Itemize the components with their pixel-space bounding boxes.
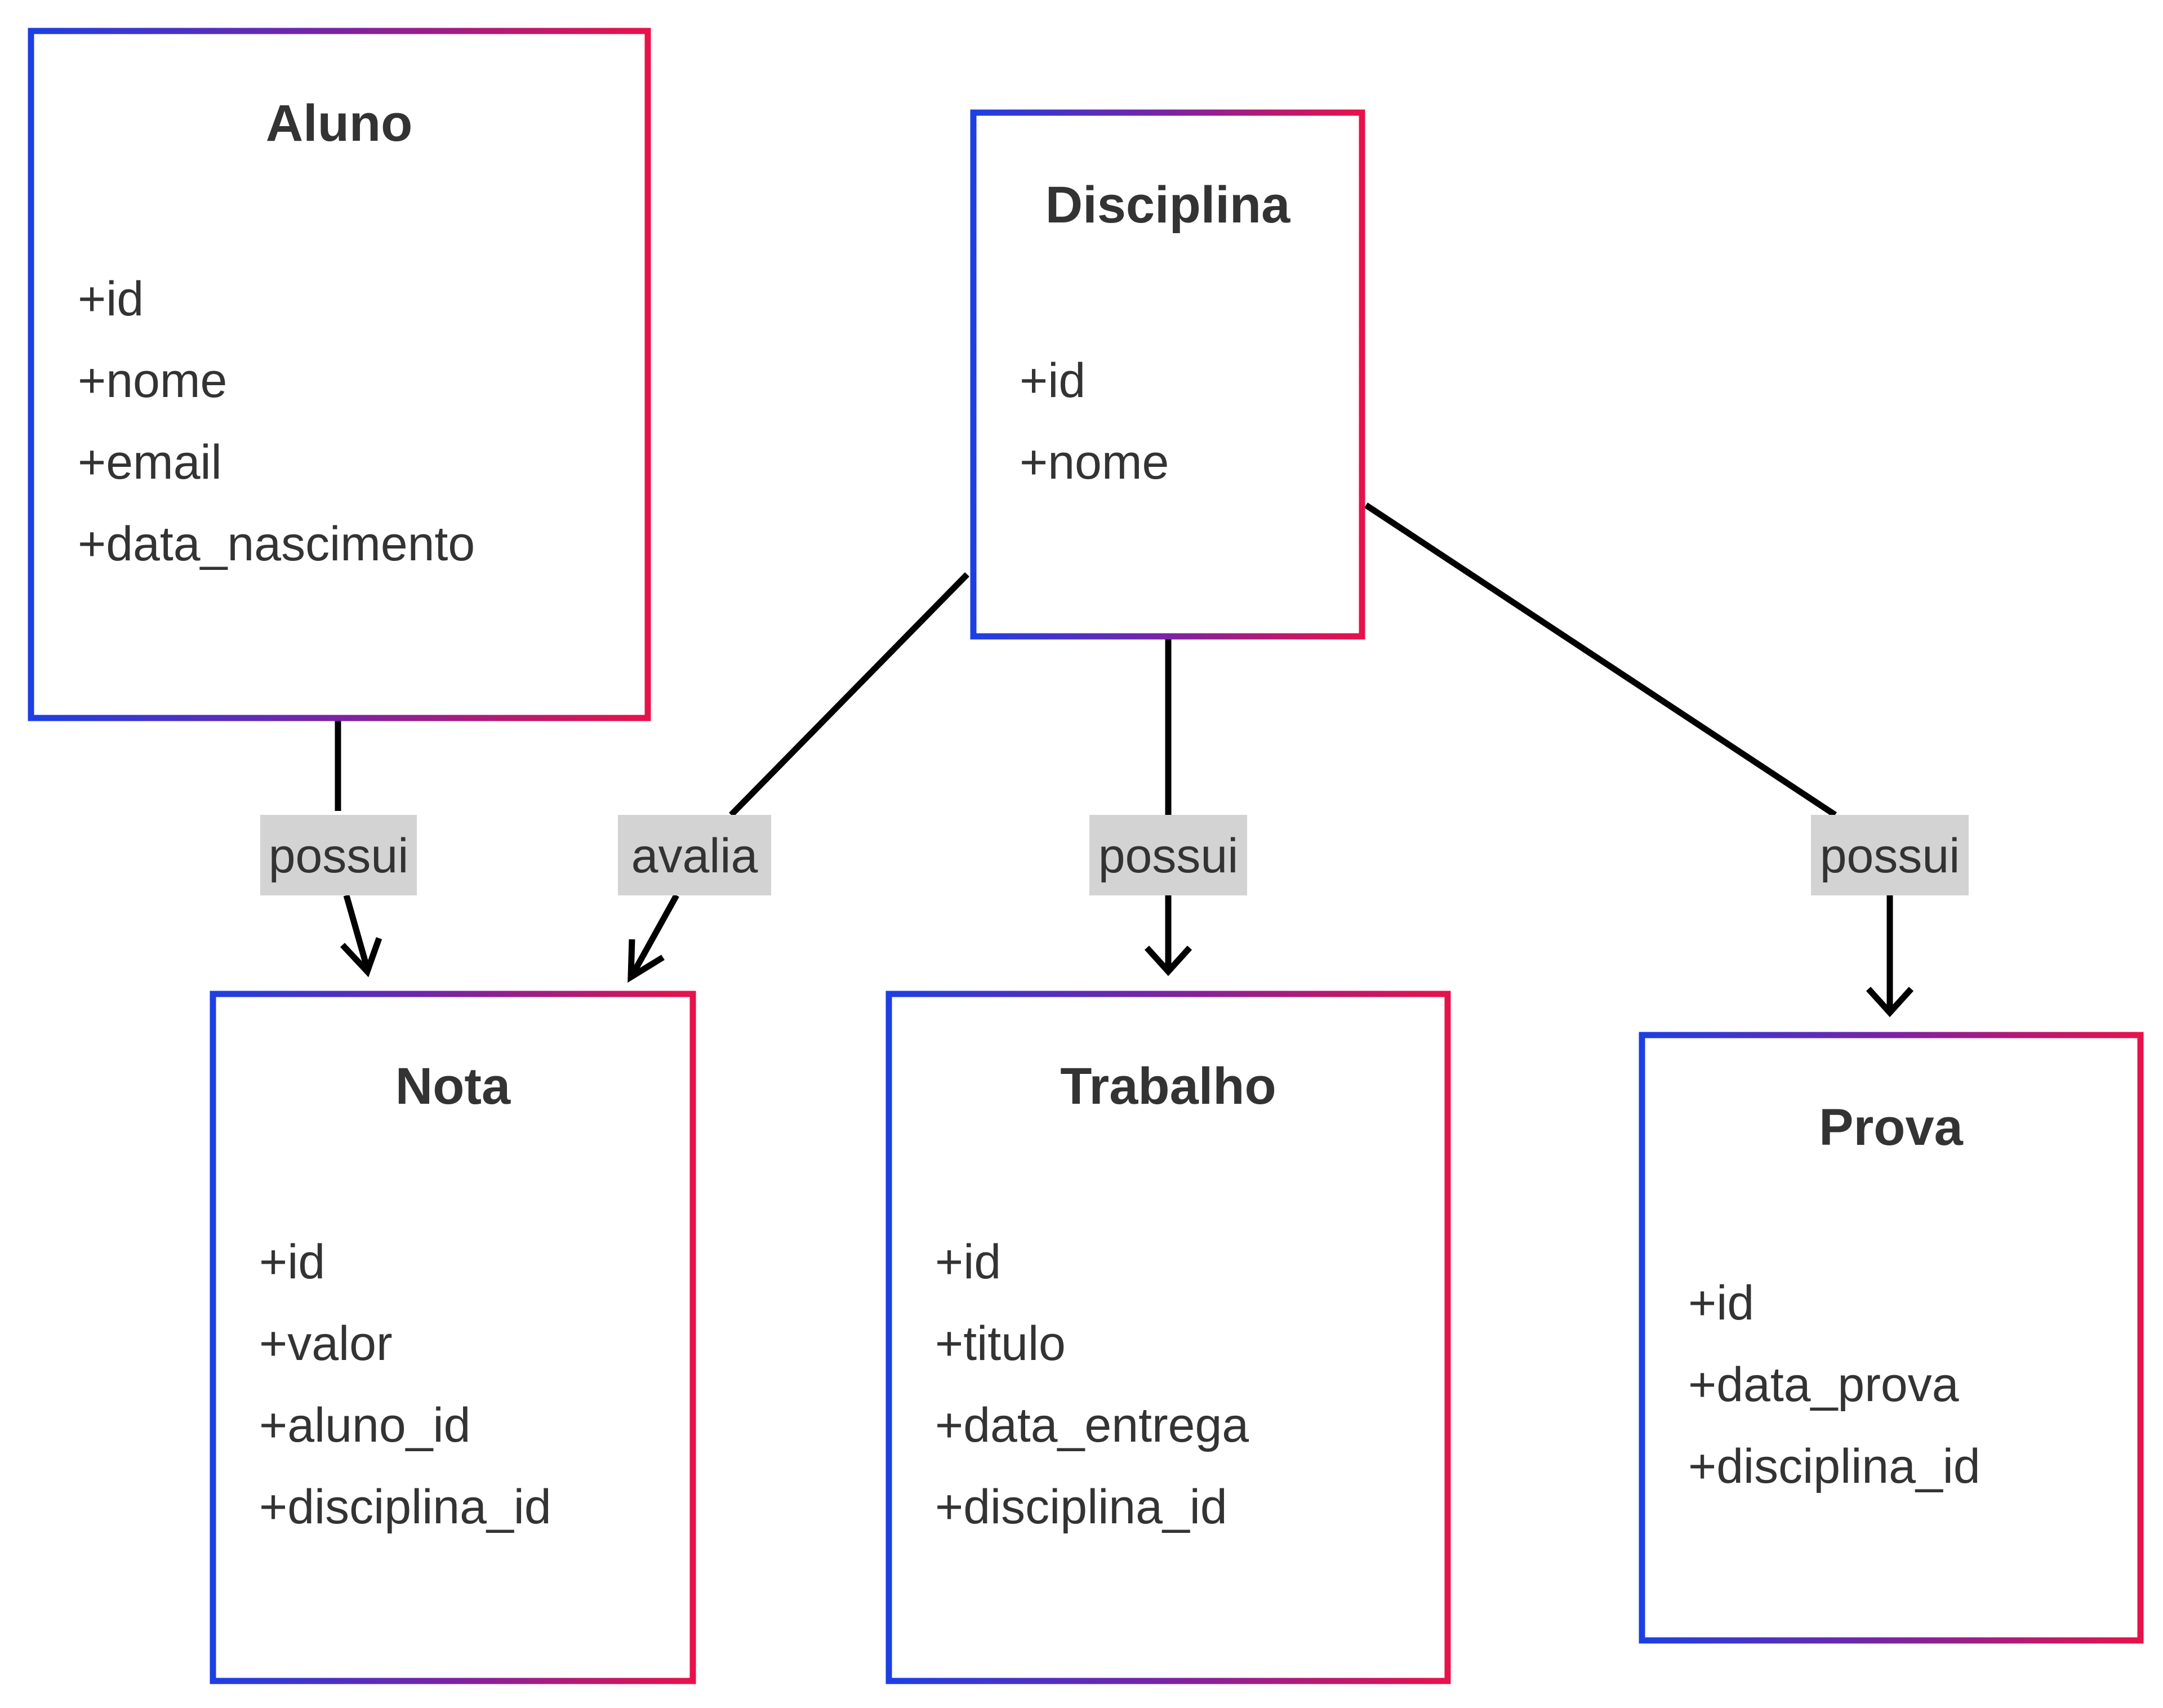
class-attribute: +nome [1020,435,1169,489]
class-box-aluno[interactable]: Aluno +id +nome +email +data_nascimento [28,28,651,721]
arrow-head-icon [1144,946,1192,976]
edge-disciplina-nota[interactable]: avalia [618,572,969,983]
class-box-nota[interactable]: Nota +id +valor +aluno_id +disciplina_id [210,991,696,1684]
class-attribute: +data_prova [1688,1358,1959,1412]
edge-line [631,572,969,974]
edge-line [1364,502,1893,1013]
class-box-border [28,28,651,721]
class-attribute: +data_entrega [935,1398,1249,1452]
edge-aluno-nota[interactable]: possui [260,718,417,978]
class-title: Prova [1819,1099,1964,1156]
class-attribute: +id [259,1235,325,1289]
class-box-border [885,991,1451,1684]
class-attribute: +id [1688,1276,1754,1330]
class-attribute: +titulo [935,1317,1066,1371]
edge-label-background [1089,815,1247,895]
class-attribute: +id [935,1235,1001,1289]
arrow-head-icon [340,937,382,978]
edge-label: avalia [631,829,758,883]
class-box-trabalho[interactable]: Trabalho +id +titulo +data_entrega +disc… [885,991,1451,1684]
class-attribute: +id [1020,354,1085,408]
edge-line [335,718,371,970]
class-box-border [970,109,1365,640]
class-attribute: +id [78,272,144,326]
edge-label-background [260,815,417,895]
class-attribute: +disciplina_id [1688,1439,1980,1493]
class-title: Nota [395,1058,511,1115]
class-attribute: +email [78,435,222,489]
class-attribute: +data_nascimento [78,517,475,571]
class-title: Trabalho [1060,1058,1276,1115]
edge-label: possui [1098,829,1239,883]
class-title: Aluno [266,95,413,152]
class-box-border [1639,1032,2144,1644]
arrow-head-icon [627,939,665,983]
edge-label: possui [269,829,409,883]
class-box-border [210,991,696,1684]
edge-label-background [618,815,771,895]
class-attribute: +valor [259,1317,393,1371]
class-box-disciplina[interactable]: Disciplina +id +nome [970,109,1365,640]
class-attribute: +disciplina_id [935,1480,1227,1534]
edge-label-background [1811,815,1969,895]
edge-disciplina-trabalho[interactable]: possui [1089,637,1247,976]
class-attribute: +nome [78,354,227,408]
class-attribute: +aluno_id [259,1398,470,1452]
class-title: Disciplina [1045,176,1290,234]
edge-disciplina-prova[interactable]: possui [1364,502,1969,1018]
arrow-head-icon [1866,987,1914,1018]
class-box-prova[interactable]: Prova +id +data_prova +disciplina_id [1639,1032,2144,1644]
edge-label: possui [1820,829,1960,883]
class-attribute: +disciplina_id [259,1480,551,1534]
